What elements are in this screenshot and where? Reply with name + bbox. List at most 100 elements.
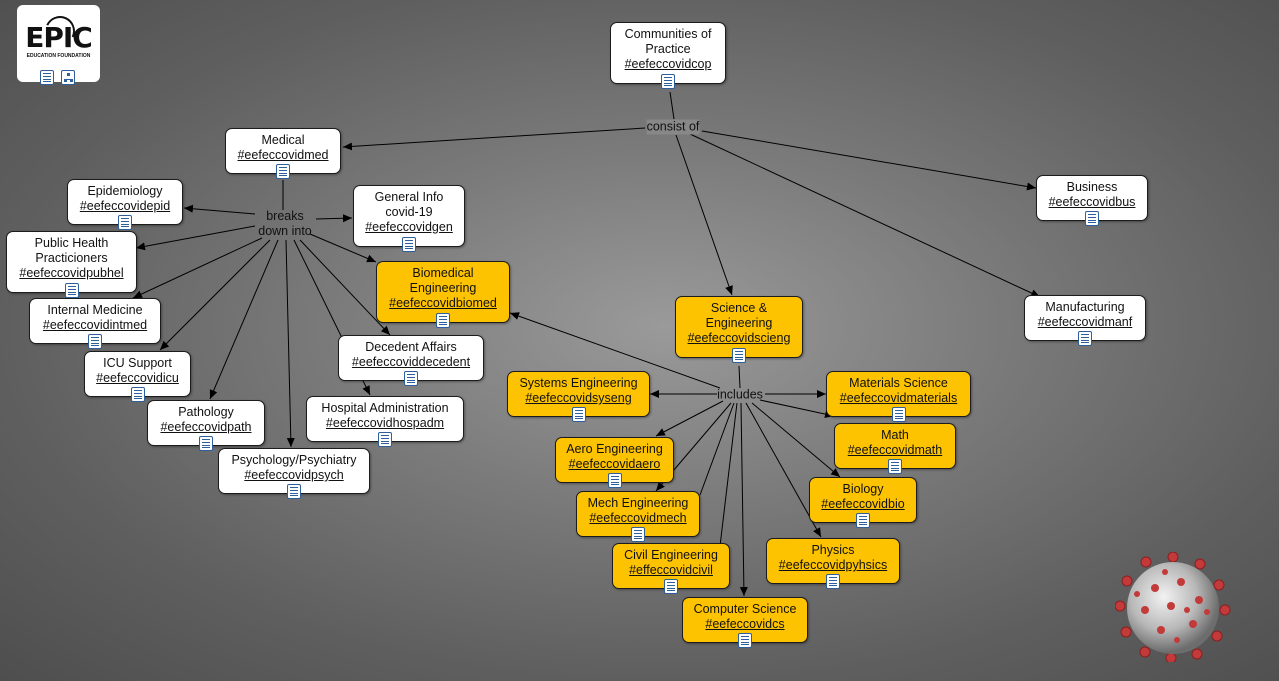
- logo-subtitle: EDUCATION FOUNDATION: [26, 53, 91, 59]
- node-hashtag[interactable]: #eefeccovidmaterials: [839, 391, 958, 405]
- document-icon[interactable]: [402, 237, 416, 252]
- node-internal-medicine[interactable]: Internal Medicine #eefeccovidintmed: [29, 298, 161, 349]
- node-biomedical-engineering[interactable]: Biomedical Engineering #eefeccovidbiomed: [376, 261, 510, 328]
- node-hashtag[interactable]: #eefeccovidmath: [847, 443, 943, 457]
- coronavirus-image: [1115, 552, 1231, 662]
- node-label: Computer Science: [693, 602, 797, 616]
- node-hashtag[interactable]: #eefeccovidmed: [237, 148, 329, 162]
- node-hashtag[interactable]: #eefeccovidintmed: [42, 318, 148, 332]
- node-general-info[interactable]: General Info covid-19 #eefeccovidgen: [353, 185, 465, 252]
- node-hashtag[interactable]: #eefeccovidmanf: [1037, 315, 1133, 329]
- document-icon[interactable]: [378, 432, 392, 447]
- node-business[interactable]: Business #eefeccovidbus: [1036, 175, 1148, 226]
- node-label: Medical: [261, 133, 305, 147]
- node-hashtag[interactable]: #eefeccovidcs: [705, 617, 785, 631]
- node-label: General Info covid-19: [374, 190, 444, 219]
- node-label: Physics: [811, 543, 855, 557]
- link-label-breaks-down-into: breaks down into: [258, 209, 312, 238]
- node-label: Aero Engineering: [566, 442, 663, 456]
- document-icon[interactable]: [826, 574, 840, 589]
- document-icon[interactable]: [199, 436, 213, 451]
- node-psychology[interactable]: Psychology/Psychiatry #eefeccovidpsych: [218, 448, 370, 499]
- node-hashtag[interactable]: #eefeccovidpsych: [244, 468, 344, 482]
- node-epidemiology[interactable]: Epidemiology #eefeccovidepid: [67, 179, 183, 230]
- node-public-health[interactable]: Public Health Practicioners #eefeccovidp…: [6, 231, 137, 298]
- node-medical[interactable]: Medical #eefeccovidmed: [225, 128, 341, 179]
- document-icon[interactable]: [571, 407, 586, 422]
- node-hashtag[interactable]: #eefeccovidgen: [365, 220, 453, 234]
- node-civil-engineering[interactable]: Civil Engineering #effeccovidcivil: [612, 543, 730, 594]
- node-label: Business: [1066, 180, 1118, 194]
- node-hashtag[interactable]: #eefeccovidbus: [1048, 195, 1136, 209]
- node-label: Decedent Affairs: [365, 340, 457, 354]
- node-science-engineering[interactable]: Science & Engineering #eefeccovidscieng: [675, 296, 803, 363]
- document-icon[interactable]: [738, 633, 752, 648]
- node-hashtag[interactable]: #eefeccovidepid: [79, 199, 171, 213]
- document-icon[interactable]: [888, 459, 902, 474]
- epic-logo[interactable]: EPIC EDUCATION FOUNDATION: [17, 5, 100, 85]
- node-systems-engineering[interactable]: Systems Engineering #eefeccovidsyseng: [507, 371, 650, 422]
- node-label: Systems Engineering: [519, 376, 638, 390]
- node-icu-support[interactable]: ICU Support #eefeccovidicu: [84, 351, 191, 402]
- node-label: Manufacturing: [1045, 300, 1125, 314]
- node-hashtag[interactable]: #eefeccovidpubhel: [19, 266, 124, 280]
- link-label-consist-of: consist of: [646, 119, 700, 135]
- node-label: Materials Science: [849, 376, 948, 390]
- document-icon[interactable]: [130, 387, 145, 402]
- node-communities-of-practice[interactable]: Communities of Practice #eefeccovidcop: [610, 22, 726, 89]
- link-label-includes: includes: [717, 387, 763, 402]
- document-icon[interactable]: [1085, 211, 1099, 226]
- document-icon[interactable]: [118, 215, 132, 230]
- node-decedent-affairs[interactable]: Decedent Affairs #eefeccoviddecedent: [338, 335, 484, 386]
- document-icon[interactable]: [404, 371, 418, 386]
- node-hospital-administration[interactable]: Hospital Administration #eefeccovidhospa…: [306, 396, 464, 447]
- document-icon[interactable]: [436, 313, 450, 328]
- node-hashtag[interactable]: #eefeccovidaero: [568, 457, 661, 471]
- node-label: Epidemiology: [87, 184, 163, 198]
- document-icon[interactable]: [856, 513, 870, 528]
- document-icon[interactable]: [1078, 331, 1092, 346]
- document-icon[interactable]: [607, 473, 622, 488]
- node-hashtag[interactable]: #eefeccoviddecedent: [351, 355, 471, 369]
- concept-map-icon[interactable]: [61, 70, 76, 85]
- node-label: Biomedical Engineering: [409, 266, 477, 295]
- node-hashtag[interactable]: #eefeccovidbio: [821, 497, 905, 511]
- node-label: Pathology: [178, 405, 234, 419]
- node-computer-science[interactable]: Computer Science #eefeccovidcs: [682, 597, 808, 648]
- node-label: Mech Engineering: [587, 496, 689, 510]
- node-hashtag[interactable]: #eefeccovidsyseng: [525, 391, 632, 405]
- node-label: ICU Support: [103, 356, 172, 370]
- node-hashtag[interactable]: #eefeccovidpath: [160, 420, 252, 434]
- document-icon[interactable]: [287, 484, 301, 499]
- document-icon[interactable]: [891, 407, 906, 422]
- node-materials-science[interactable]: Materials Science #eefeccovidmaterials: [826, 371, 971, 422]
- document-icon[interactable]: [661, 74, 675, 89]
- node-label: Biology: [842, 482, 884, 496]
- document-icon[interactable]: [664, 579, 678, 594]
- node-hashtag[interactable]: #eefeccovidscieng: [687, 331, 791, 345]
- node-hashtag[interactable]: #eefeccovidmech: [589, 511, 687, 525]
- document-icon[interactable]: [276, 164, 290, 179]
- document-icon[interactable]: [40, 70, 54, 85]
- node-hashtag[interactable]: #eefeccovidicu: [96, 371, 179, 385]
- node-physics[interactable]: Physics #eefeccovidpyhsics: [766, 538, 900, 589]
- node-pathology[interactable]: Pathology #eefeccovidpath: [147, 400, 265, 451]
- node-label: Public Health Practicioners: [34, 236, 109, 265]
- node-manufacturing[interactable]: Manufacturing #eefeccovidmanf: [1024, 295, 1146, 346]
- node-hashtag[interactable]: #eefeccovidpyhsics: [778, 558, 888, 572]
- node-aero-engineering[interactable]: Aero Engineering #eefeccovidaero: [555, 437, 674, 488]
- document-icon[interactable]: [732, 348, 746, 363]
- node-hashtag[interactable]: #eefeccovidcop: [624, 57, 712, 71]
- node-label: Internal Medicine: [47, 303, 143, 317]
- node-label: Science & Engineering: [705, 301, 773, 330]
- node-math[interactable]: Math #eefeccovidmath: [834, 423, 956, 474]
- node-hashtag[interactable]: #eefeccovidhospadm: [325, 416, 445, 430]
- node-mech-engineering[interactable]: Mech Engineering #eefeccovidmech: [576, 491, 700, 542]
- node-biology[interactable]: Biology #eefeccovidbio: [809, 477, 917, 528]
- document-icon[interactable]: [631, 527, 645, 542]
- node-hashtag[interactable]: #effeccovidcivil: [629, 563, 713, 577]
- logo-brand: EPIC: [25, 21, 93, 54]
- document-icon[interactable]: [88, 334, 102, 349]
- document-icon[interactable]: [64, 283, 79, 298]
- node-hashtag[interactable]: #eefeccovidbiomed: [389, 296, 497, 310]
